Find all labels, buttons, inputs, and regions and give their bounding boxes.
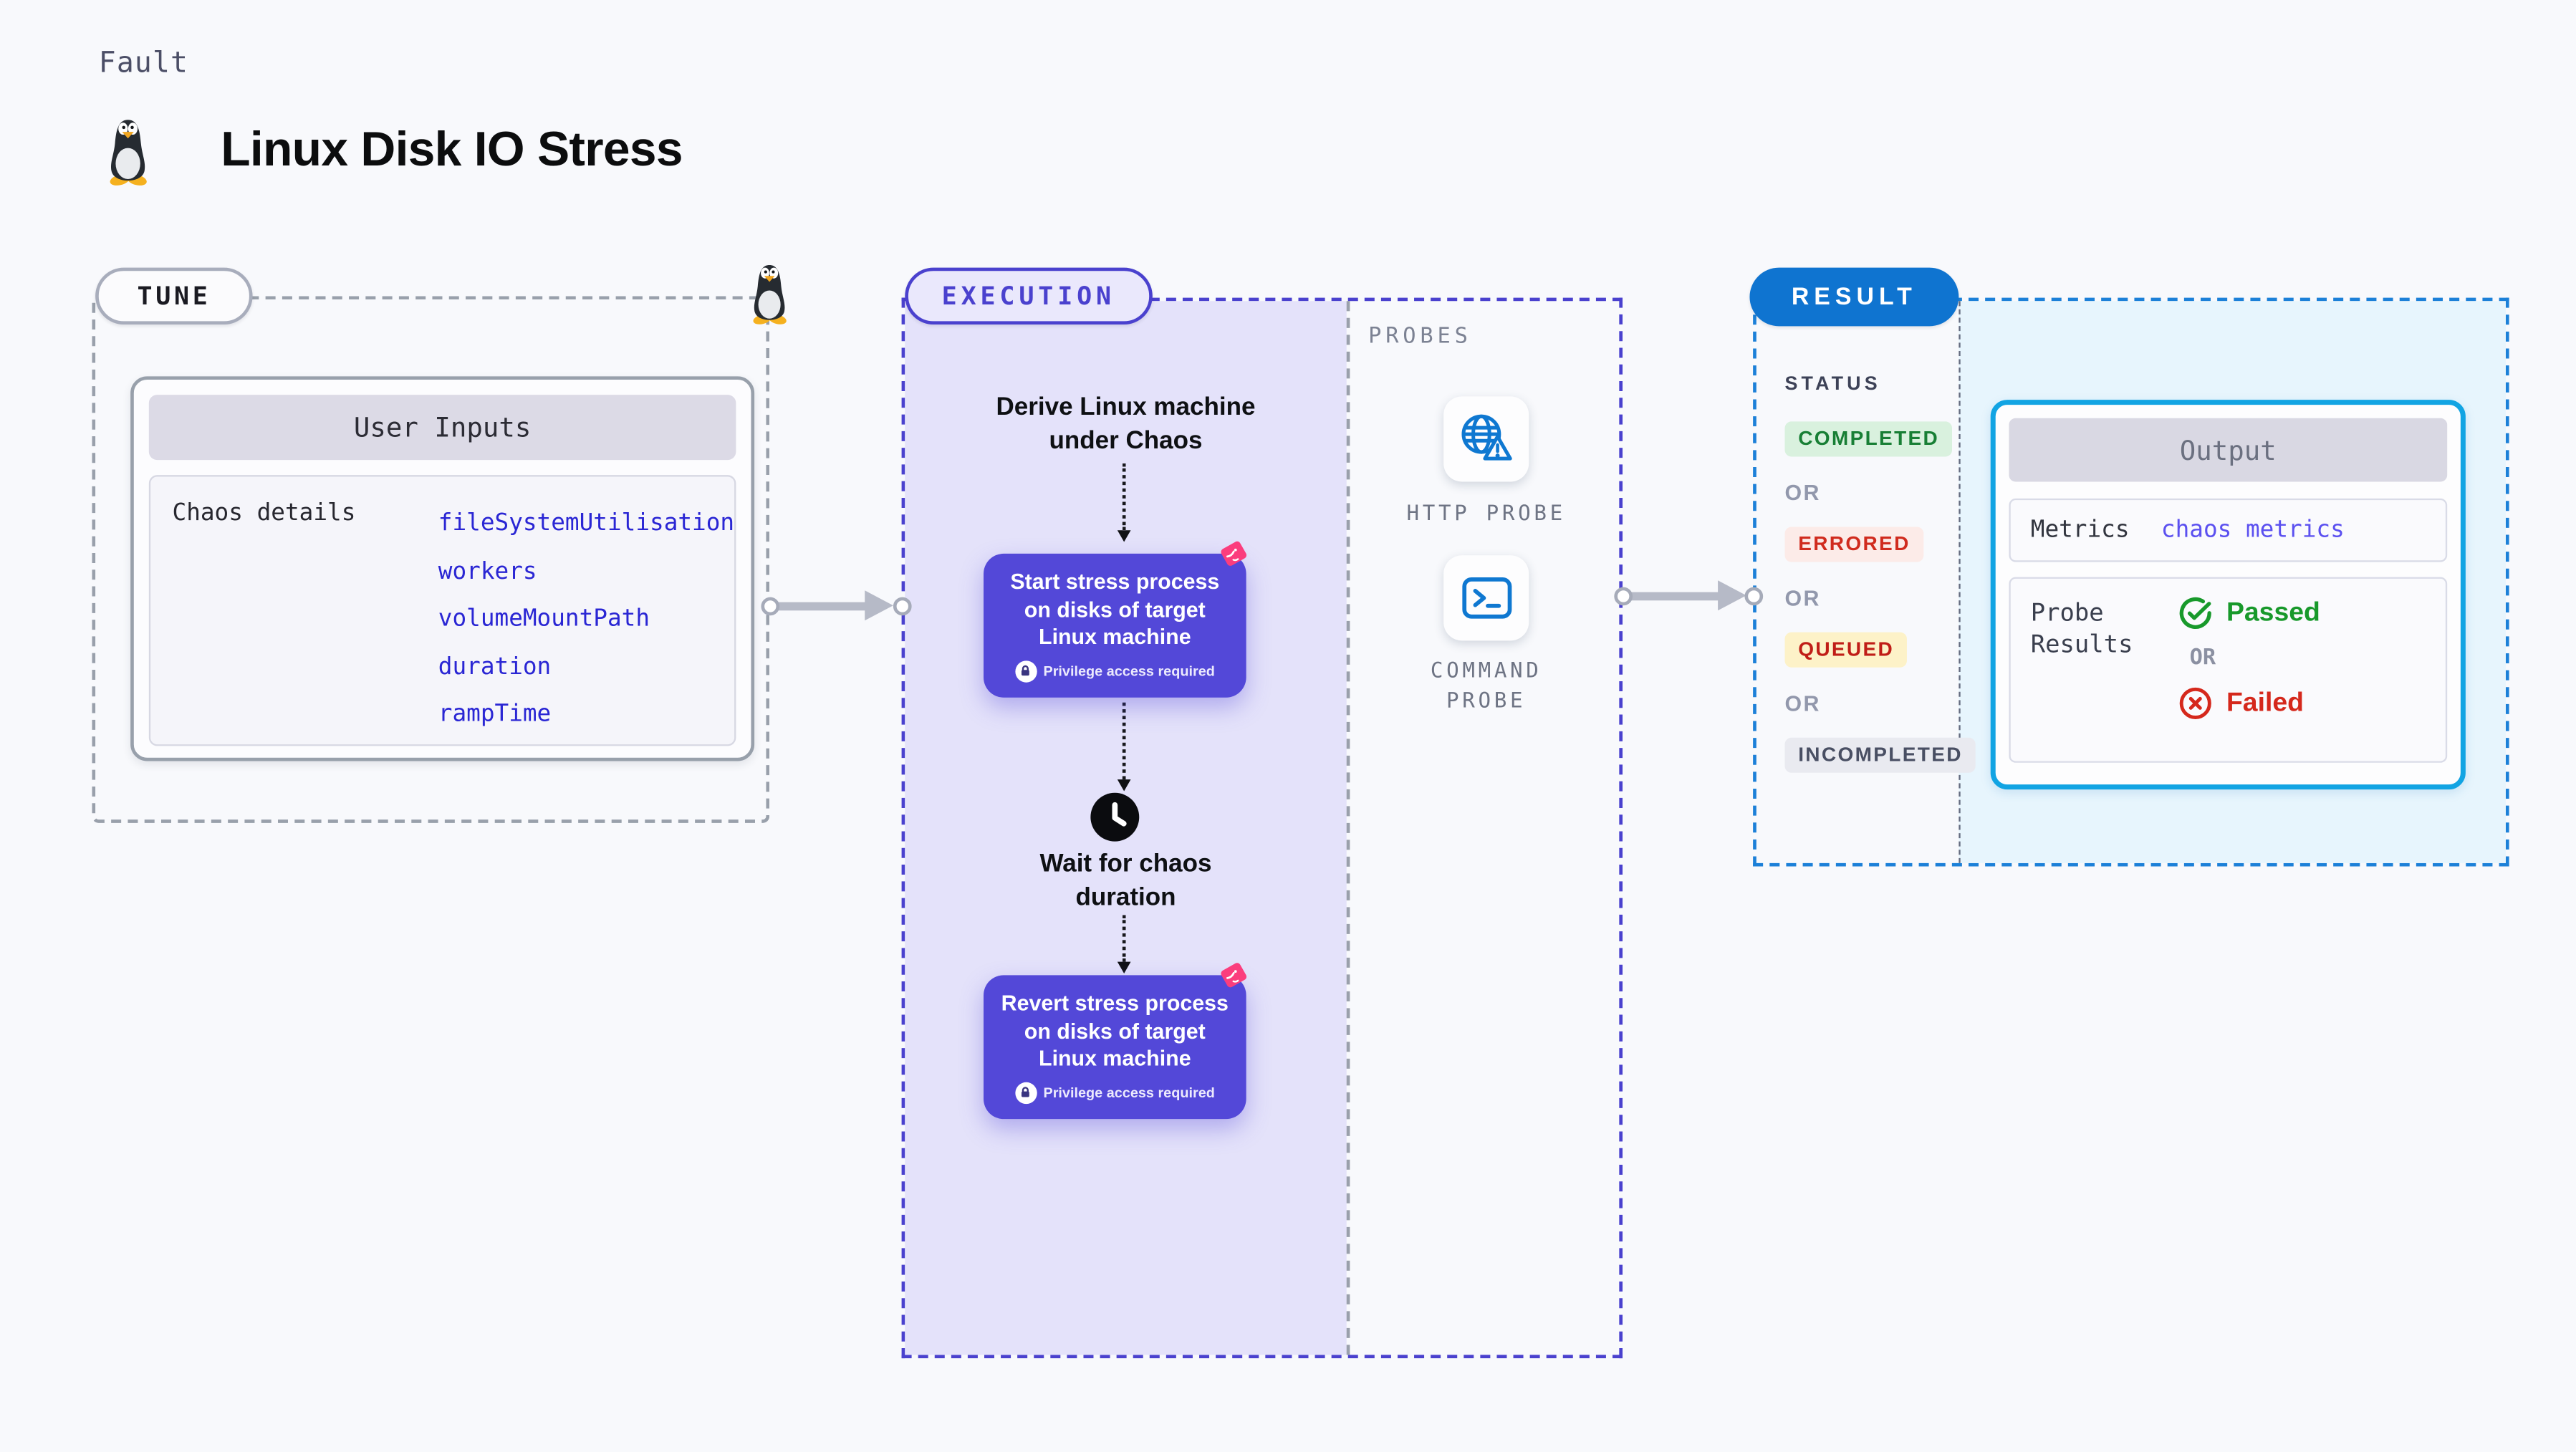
output-card: Output Metrics chaos metrics Probe Resul… bbox=[1990, 400, 2466, 790]
derive-step-label: Derive Linux machine under Chaos bbox=[996, 393, 1256, 454]
param-item: rampTime bbox=[438, 701, 552, 729]
chaos-details-panel: Chaos details fileSystemUtilisation work… bbox=[148, 475, 736, 746]
chaos-badge-icon bbox=[1221, 963, 1247, 988]
clock-icon bbox=[1090, 792, 1140, 842]
probe-results-label: Probe Results bbox=[2030, 600, 2133, 659]
arrowhead-icon bbox=[1117, 530, 1131, 542]
chaos-param-list: fileSystemUtilisation workers volumeMoun… bbox=[438, 500, 734, 739]
http-probe-label: HTTP PROBE bbox=[1406, 500, 1566, 526]
x-circle-icon bbox=[2179, 687, 2211, 719]
execution-pill: EXECUTION bbox=[905, 267, 1153, 325]
arrowhead-icon bbox=[1117, 961, 1131, 974]
status-badge-queued: QUEUED bbox=[1784, 632, 1908, 668]
command-probe-label: COMMAND PROBE bbox=[1430, 657, 1542, 712]
result-divider bbox=[1959, 301, 1961, 863]
terminal-icon bbox=[1461, 577, 1512, 619]
param-item: workers bbox=[438, 557, 537, 585]
param-item: fileSystemUtilisation bbox=[438, 510, 735, 537]
failed-label: Failed bbox=[2226, 688, 2304, 717]
connector-node bbox=[1744, 586, 1762, 605]
user-inputs-title: User Inputs bbox=[148, 395, 736, 461]
wait-step-label: Wait for chaos duration bbox=[1039, 850, 1212, 911]
probes-divider bbox=[1346, 301, 1350, 1355]
param-item: volumeMountPath bbox=[438, 605, 650, 633]
tux-icon bbox=[110, 120, 147, 186]
privilege-note: Privilege access required bbox=[1043, 1084, 1215, 1101]
status-heading: STATUS bbox=[1784, 375, 1881, 395]
probe-results-box: Probe Results Passed OR bbox=[2009, 577, 2448, 763]
flow-connector bbox=[1117, 702, 1131, 792]
status-badge-completed: COMPLETED bbox=[1784, 421, 1953, 457]
connector-node bbox=[1613, 586, 1632, 605]
tux-small-icon bbox=[753, 264, 787, 324]
user-inputs-card: User Inputs Chaos details fileSystemUtil… bbox=[130, 376, 755, 761]
lock-icon bbox=[1014, 1081, 1037, 1103]
http-probe-card bbox=[1443, 396, 1529, 482]
metrics-value: chaos metrics bbox=[2161, 516, 2345, 544]
start-stress-step: Start stress process on disks of target … bbox=[984, 553, 1246, 697]
result-section: STATUS COMPLETED OR ERRORED OR QUEUED OR… bbox=[1753, 297, 2509, 867]
probe-results-values: Passed OR Failed bbox=[2178, 595, 2320, 721]
metrics-label: Metrics bbox=[2030, 516, 2130, 544]
check-circle-icon bbox=[2179, 597, 2211, 629]
execution-to-result-arrow bbox=[1630, 580, 1746, 611]
status-badge-errored: ERRORED bbox=[1784, 527, 1924, 562]
status-column: STATUS COMPLETED OR ERRORED OR QUEUED OR… bbox=[1756, 301, 1976, 796]
passed-label: Passed bbox=[2226, 597, 2320, 627]
or-separator: OR bbox=[2189, 645, 2216, 671]
start-stress-label: Start stress process on disks of target … bbox=[1010, 568, 1220, 650]
lock-icon bbox=[1014, 660, 1037, 682]
privilege-row: Privilege access required bbox=[1000, 1081, 1229, 1103]
command-probe-card bbox=[1443, 555, 1529, 641]
fault-kicker: Fault bbox=[98, 47, 189, 81]
failed-row: Failed bbox=[2178, 686, 2304, 721]
revert-stress-label: Revert stress process on disks of target… bbox=[1001, 990, 1229, 1071]
privilege-note: Privilege access required bbox=[1043, 662, 1215, 680]
chaos-badge-icon bbox=[1221, 541, 1247, 566]
result-pill: RESULT bbox=[1749, 267, 1959, 327]
privilege-row: Privilege access required bbox=[1000, 660, 1229, 682]
or-separator: OR bbox=[1784, 480, 1821, 506]
or-separator: OR bbox=[1784, 691, 1821, 716]
page-title: Linux Disk IO Stress bbox=[221, 123, 683, 178]
tune-pill: TUNE bbox=[95, 267, 253, 325]
probes-label: PROBES bbox=[1368, 324, 1472, 350]
arrowhead-icon bbox=[865, 590, 893, 620]
revert-stress-step: Revert stress process on disks of target… bbox=[984, 975, 1246, 1118]
connector-node bbox=[892, 596, 911, 615]
connector-node bbox=[760, 596, 779, 615]
arrowhead-icon bbox=[1117, 779, 1131, 792]
flow-connector bbox=[1117, 915, 1131, 974]
arrowhead-icon bbox=[1718, 580, 1746, 610]
status-badge-incompleted: INCOMPLETED bbox=[1784, 737, 1976, 773]
metrics-row: Metrics chaos metrics bbox=[2009, 498, 2448, 562]
flow-connector bbox=[1117, 463, 1131, 542]
passed-row: Passed bbox=[2178, 595, 2320, 630]
tune-to-execution-arrow bbox=[777, 590, 893, 621]
globe-warning-icon bbox=[1461, 414, 1512, 461]
execution-section: Derive Linux machine under Chaos Start s… bbox=[901, 297, 1623, 1359]
chaos-details-label: Chaos details bbox=[172, 500, 356, 527]
or-separator: OR bbox=[1784, 585, 1821, 611]
output-title: Output bbox=[2009, 418, 2448, 482]
param-item: duration bbox=[438, 653, 552, 681]
tune-section bbox=[92, 296, 770, 823]
